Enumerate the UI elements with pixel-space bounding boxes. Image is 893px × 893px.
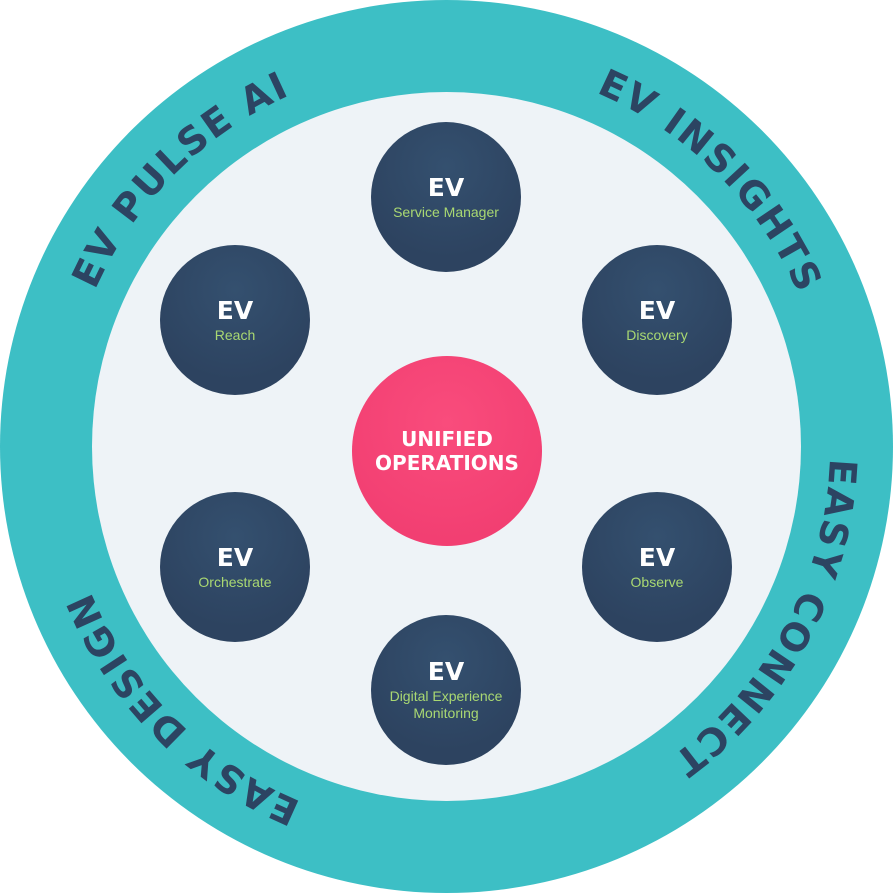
node-label: Digital Experience Monitoring xyxy=(389,688,503,721)
node-prefix: EV xyxy=(427,657,465,686)
node-prefix: EV xyxy=(638,295,676,325)
node-orchestrate[interactable]: EV Orchestrate xyxy=(160,492,310,642)
node-prefix: EV xyxy=(216,542,254,572)
node-discovery[interactable]: EV Discovery xyxy=(582,245,732,395)
center-label: UNIFIED OPERATIONS xyxy=(375,427,519,475)
node-service-manager[interactable]: EV Service Manager xyxy=(371,122,521,272)
node-label: Service Manager xyxy=(393,203,499,220)
node-label: Reach xyxy=(214,326,256,343)
node-prefix: EV xyxy=(216,295,254,325)
node-label: Observe xyxy=(630,573,684,590)
node-prefix: EV xyxy=(638,542,676,572)
node-label: Discovery xyxy=(626,326,688,343)
node-observe[interactable]: EV Observe xyxy=(582,492,732,642)
node-label: Orchestrate xyxy=(198,573,272,590)
center-unified-operations[interactable]: UNIFIED OPERATIONS xyxy=(352,356,542,546)
node-digital-experience-monitoring[interactable]: EV Digital Experience Monitoring xyxy=(371,615,521,765)
node-prefix: EV xyxy=(427,172,465,202)
node-reach[interactable]: EV Reach xyxy=(160,245,310,395)
